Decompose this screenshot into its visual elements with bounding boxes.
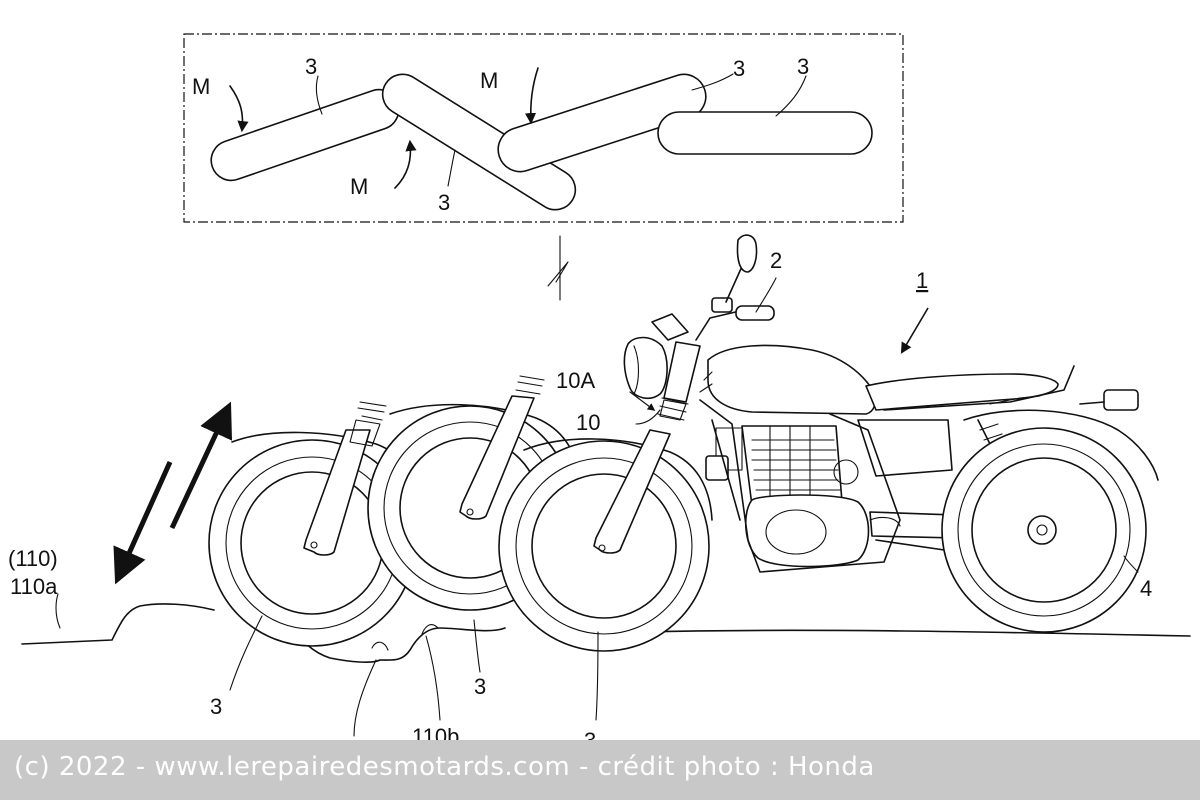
inset-frame (183, 33, 904, 223)
inset-tire-path-4 (657, 111, 873, 155)
label-fork-part: 10A (556, 368, 595, 393)
direction-arrow-vehicle (900, 307, 929, 354)
inset-arrow-m2 (394, 139, 417, 189)
label-rear-wheel: 4 (1140, 576, 1152, 601)
ground-surface (21, 603, 1191, 663)
leader-lines (55, 277, 1139, 737)
inset-label-m2: M (350, 174, 368, 199)
credit-bar: (c) 2022 - www.lerepairedesmotards.com -… (0, 740, 1200, 800)
inset-arrow-m3 (524, 67, 539, 125)
rear-wheel (941, 427, 1147, 633)
engine (705, 425, 870, 568)
inset-label-m3: M (480, 68, 498, 93)
label-handlebar: 2 (770, 248, 782, 273)
inset-label-3-a: 3 (305, 54, 317, 79)
label-fork: 10 (576, 410, 600, 435)
inset-label-3-d: 3 (797, 54, 809, 79)
front-wheel-position-3 (498, 397, 713, 652)
motorcycle-body (623, 234, 1159, 573)
credit-text: (c) 2022 - www.lerepairedesmotards.com -… (14, 752, 875, 782)
direction-arrow-down (113, 460, 173, 585)
label-wheel-2: 3 (474, 674, 486, 699)
inset-tire-path-1 (210, 88, 400, 182)
direction-arrow-up (169, 401, 233, 530)
inset-arrow-m1 (229, 85, 249, 133)
label-ground: (110) (8, 546, 58, 571)
inset-tire-path-2 (381, 73, 577, 211)
label-ground-a: 110a (10, 574, 58, 599)
inset-tire-path-3 (497, 73, 707, 173)
label-vehicle: 1 (916, 268, 928, 293)
label-wheel-1: 3 (210, 694, 222, 719)
inset-label-3-c: 3 (733, 56, 745, 81)
inset-detail: M M M 3 3 3 3 (183, 33, 904, 223)
inset-label-m1: M (192, 74, 210, 99)
inset-label-3-b: 3 (438, 190, 450, 215)
inset-connector (547, 235, 569, 301)
